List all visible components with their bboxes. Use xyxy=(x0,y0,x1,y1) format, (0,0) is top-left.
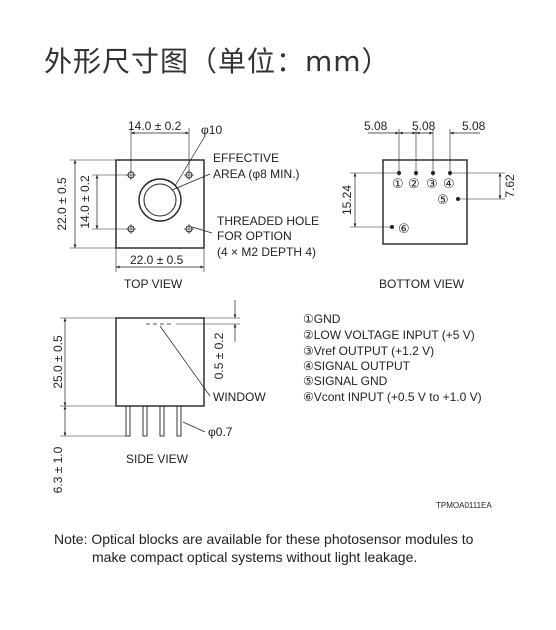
side-view-caption: SIDE VIEW xyxy=(126,452,189,466)
top-view-caption: TOP VIEW xyxy=(124,277,183,291)
label-threaded-2: FOR OPTION xyxy=(217,229,292,243)
side-view-body xyxy=(115,317,205,407)
side-view-labels: 25.0 ± 0.5 6.3 ± 1.0 0.5 ± 0.2 WINDOW φ0… xyxy=(51,332,266,493)
bottom-dim-left: 15.24 xyxy=(340,185,354,215)
side-dim-window: 0.5 ± 0.2 xyxy=(212,332,226,379)
pin-4-label: ④ xyxy=(443,176,455,191)
drawing-code: TPMOA0111EA xyxy=(436,501,492,510)
top-dim-width: 14.0 ± 0.2 xyxy=(128,119,182,133)
pin-3-label: ③ xyxy=(426,176,438,191)
label-threaded-1: THREADED HOLE xyxy=(217,214,319,228)
pin-list: ①GND ②LOW VOLTAGE INPUT (+5 V) ③Vref OUT… xyxy=(303,312,482,404)
label-window: WINDOW xyxy=(213,390,266,404)
top-dim-phi10: φ10 xyxy=(201,123,222,137)
bottom-view xyxy=(350,129,505,245)
label-threaded-3: (4 × M2 DEPTH 4) xyxy=(217,245,316,259)
page-title: 外形尺寸图（单位：mm） xyxy=(44,45,391,78)
footnote: Note: Optical blocks are available for t… xyxy=(54,530,473,566)
bottom-view-labels: 5.08 5.08 5.08 15.24 7.62 ① ② ③ ④ ⑤ ⑥ BO… xyxy=(340,119,517,291)
top-view-body xyxy=(115,159,205,249)
pin-5-label: ⑤ xyxy=(437,192,449,207)
aperture-inner xyxy=(143,183,177,217)
pin-2-label: ② xyxy=(408,176,420,191)
top-dim-left-outer: 22.0 ± 0.5 xyxy=(55,177,69,231)
bottom-dim-pitch-1: 5.08 xyxy=(364,119,388,133)
bottom-dim-right: 7.62 xyxy=(503,174,517,198)
side-dim-pin-dia: φ0.7 xyxy=(208,425,233,439)
side-dim-pin-length: 6.3 ± 1.0 xyxy=(51,446,65,493)
note-line-2: make compact optical systems without lig… xyxy=(92,549,418,565)
pin-list-item: ④SIGNAL OUTPUT xyxy=(303,359,411,373)
label-effective-2: AREA (φ8 MIN.) xyxy=(213,167,299,181)
side-dim-height: 25.0 ± 0.5 xyxy=(51,335,65,389)
top-dim-bottom: 22.0 ± 0.5 xyxy=(130,253,184,267)
pin-list-item: ①GND xyxy=(303,312,341,326)
bottom-view-caption: BOTTOM VIEW xyxy=(379,277,465,291)
pin-6-label: ⑥ xyxy=(398,221,410,236)
top-dim-left-inner: 14.0 ± 0.2 xyxy=(78,175,92,229)
aperture-outer xyxy=(138,178,182,222)
bottom-dim-pitch-3: 5.08 xyxy=(462,119,486,133)
side-view xyxy=(60,300,240,437)
top-view xyxy=(70,128,213,272)
pin-1-label: ① xyxy=(392,176,404,191)
bottom-dim-pitch-2: 5.08 xyxy=(412,119,436,133)
note-line-1: Note: Optical blocks are available for t… xyxy=(54,531,474,547)
pin-list-item: ③Vref OUTPUT (+1.2 V) xyxy=(303,344,434,358)
pin-list-item: ②LOW VOLTAGE INPUT (+5 V) xyxy=(303,328,475,342)
label-effective-1: EFFECTIVE xyxy=(213,151,279,165)
top-view-labels: 14.0 ± 0.2 φ10 22.0 ± 0.5 14.0 ± 0.2 22.… xyxy=(55,119,319,291)
pin-list-item: ⑤SIGNAL GND xyxy=(303,374,388,388)
pin-list-item: ⑥Vcont INPUT (+0.5 V to +1.0 V) xyxy=(303,390,482,404)
bottom-view-body xyxy=(382,159,468,245)
